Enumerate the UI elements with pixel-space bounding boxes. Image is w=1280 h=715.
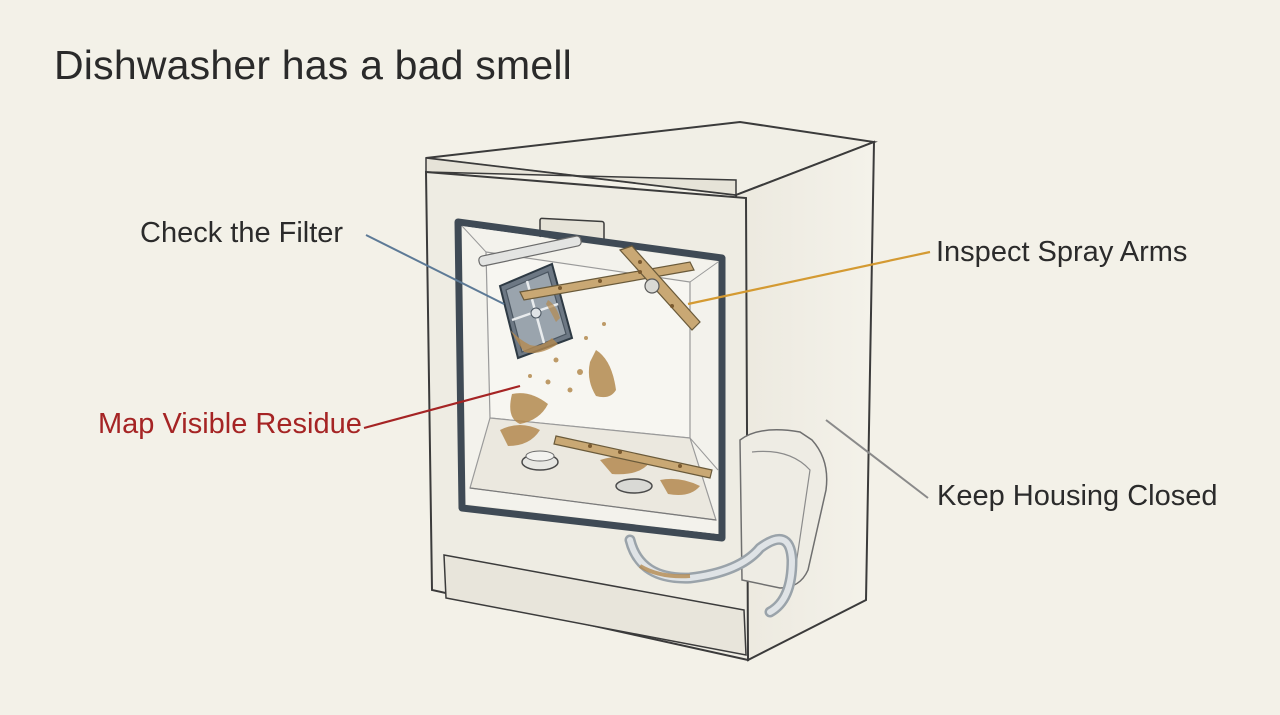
kick-plate (443, 554, 747, 656)
upper-rail (478, 235, 582, 267)
filter-leader-line (365, 234, 505, 305)
callout-keep-housing-closed: Keep Housing Closed (937, 480, 1218, 512)
spray-arms-leader-line (687, 250, 931, 306)
door-inner-edge (751, 450, 811, 566)
lower-spray-arm (553, 435, 713, 494)
upper-spray-arm (519, 245, 701, 331)
callout-map-residue: Map Visible Residue (98, 408, 362, 440)
door-gasket (454, 218, 726, 542)
residue-stains (500, 322, 700, 495)
page-title: Dishwasher has a bad smell (54, 42, 572, 88)
housing-leader-line (825, 419, 929, 499)
residue-leader-line (363, 384, 521, 430)
callout-check-filter: Check the Filter (140, 217, 344, 249)
top-front-edge (425, 157, 737, 196)
callout-inspect-spray-arms: Inspect Spray Arms (936, 236, 1188, 268)
